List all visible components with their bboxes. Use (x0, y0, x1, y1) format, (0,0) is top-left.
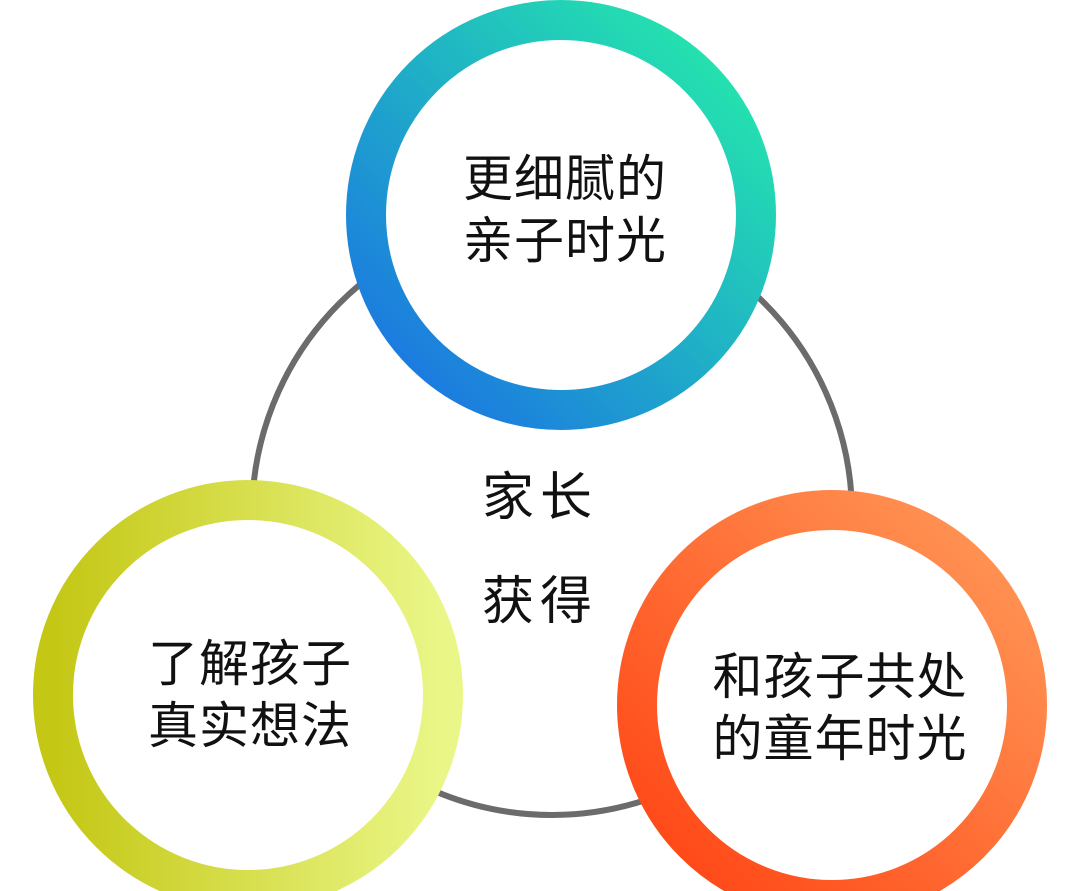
center-line-2: 获得 (481, 572, 598, 632)
node-right-label: 和孩子共处 的童年时光 (680, 628, 1000, 788)
center-line-1: 家长 (481, 468, 598, 528)
node-top-line-2: 亲子时光 (463, 212, 667, 270)
node-top-ring (346, 0, 776, 430)
node-top-line-1: 更细腻的 (463, 150, 667, 208)
center-label: 家长 获得 (440, 445, 640, 655)
node-right-line-2: 的童年时光 (712, 710, 968, 768)
node-left-line-2: 真实想法 (148, 697, 352, 755)
node-left-line-1: 了解孩子 (148, 635, 352, 693)
node-left-label: 了解孩子 真实想法 (95, 615, 405, 775)
node-right-line-1: 和孩子共处 (712, 648, 968, 706)
node-top-label: 更细腻的 亲子时光 (415, 130, 715, 290)
node-right-ring (617, 490, 1047, 891)
node-left-ring (33, 480, 463, 891)
